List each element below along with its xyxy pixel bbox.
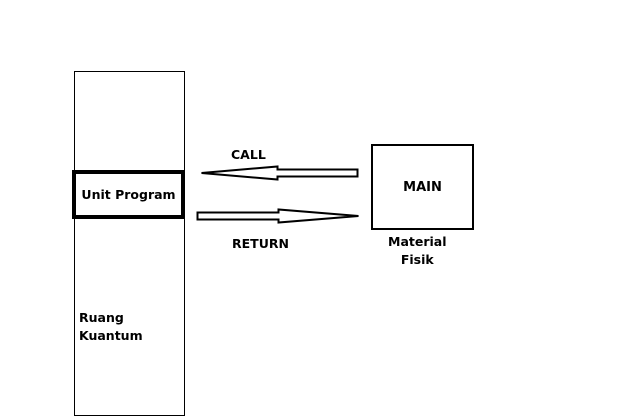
- fisik-line: Fisik: [400, 252, 434, 267]
- call-arrow: [201, 165, 359, 181]
- return-arrow: [196, 208, 359, 224]
- material-fisik-label: Material Fisik: [388, 233, 447, 269]
- kuantum-line: Kuantum: [79, 328, 143, 343]
- main-box: MAIN: [371, 144, 474, 230]
- ruang-kuantum-label: Ruang Kuantum: [79, 309, 143, 345]
- ruang-line: Ruang: [79, 310, 124, 325]
- material-line: Material: [388, 234, 447, 249]
- return-label: RETURN: [232, 236, 289, 251]
- main-label: MAIN: [403, 179, 442, 195]
- unit-program-label: Unit Program: [81, 187, 176, 202]
- call-label: CALL: [231, 147, 266, 162]
- unit-program-box: Unit Program: [72, 170, 185, 219]
